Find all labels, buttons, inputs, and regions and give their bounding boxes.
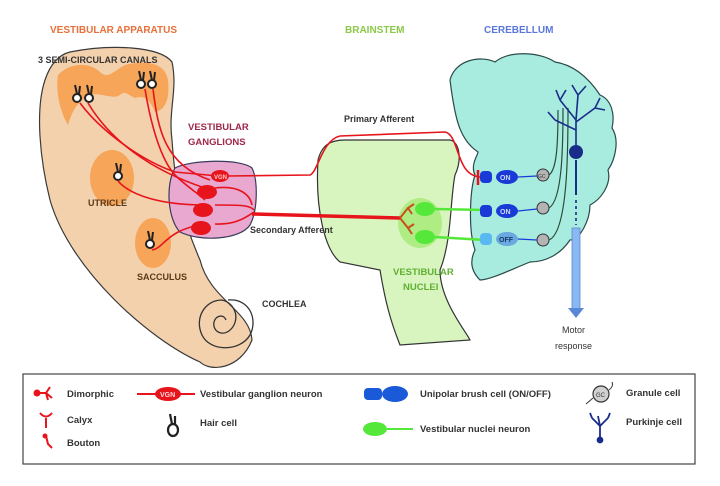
label-utricle: UTRICLE [88, 198, 127, 208]
label-motor-response-2: response [555, 341, 592, 351]
bouton-legend-icon [45, 435, 53, 449]
ubc-on-label: ON [500, 175, 511, 182]
secondary-afferent-fiber [251, 212, 401, 220]
vgn-neuron [211, 170, 229, 182]
vestibular-nuclei-neurons [415, 202, 486, 244]
vgn-legend-icon [155, 387, 181, 401]
legend-label-calyx: Calyx [67, 415, 93, 426]
dimorphic-legend-icon [33, 386, 53, 401]
purkinje-cell [547, 84, 606, 225]
ubc-on-1: ON [480, 170, 518, 184]
section-title-cerebellum: CEREBELLUM [484, 25, 553, 36]
hair-cell-icon [136, 79, 146, 89]
legend-label-granule: Granule cell [626, 388, 680, 399]
hair-cell-stereocilia [74, 70, 156, 241]
secondary-afferent-branch [399, 203, 415, 235]
purkinje-legend-icon [589, 412, 611, 444]
section-title-vestibular-apparatus: VESTIBULAR APPARATUS [50, 25, 177, 36]
vgn-legend-badge: VGN [160, 392, 175, 399]
cochlea-spiral [198, 299, 254, 349]
label-primary-afferent: Primary Afferent [344, 114, 414, 124]
utricle-region [90, 150, 134, 206]
legend-label-bouton: Bouton [67, 438, 100, 449]
hair-cell-legend-icon [166, 413, 180, 438]
section-title-brainstem: BRAINSTEM [345, 25, 404, 36]
vgn-neuron-label: VGN [214, 175, 227, 181]
vestibular-ganglion-region [168, 160, 257, 239]
primary-afferent-fiber [227, 131, 481, 178]
bouton-legend-dot [42, 433, 48, 439]
granule-legend-axon [585, 381, 614, 405]
afferent-fibers [79, 88, 481, 251]
label-vestibular-ganglions-1: VESTIBULAR [188, 122, 249, 133]
cerebellum-region [449, 53, 617, 281]
hair-cell-icon [113, 171, 123, 181]
purkinje-soma [569, 145, 583, 159]
label-secondary-afferent: Secondary Afferent [250, 225, 333, 235]
ubc-off-label: OFF [499, 237, 514, 244]
motor-response-arrow-head [568, 308, 584, 318]
label-cochlea: COCHLEA [262, 299, 307, 309]
vn-neuron-legend-icon [363, 422, 387, 436]
vgn-neuron [197, 185, 217, 199]
label-vestibular-ganglions-2: GANGLIONS [188, 137, 246, 148]
ubc-legend-icon [364, 386, 408, 402]
label-sacculus: SACCULUS [137, 272, 187, 282]
ubc-off: OFF [480, 232, 518, 246]
label-vestibular-nuclei-2: NUCLEI [403, 282, 438, 293]
legend-label-vn-neuron: Vestibular nuclei neuron [420, 424, 531, 435]
ubc-on-2: ON [480, 204, 518, 218]
ubc-granule-links [517, 175, 538, 241]
calyx-legend-icon [39, 412, 53, 428]
legend-label-ubc: Unipolar brush cell (ON/OFF) [420, 389, 551, 400]
legend-label-vgn: Vestibular ganglion neuron [200, 389, 323, 400]
hair-cell-icon [145, 239, 155, 249]
legend-box [22, 373, 696, 465]
legend-label-dimorphic: Dimorphic [67, 389, 114, 400]
brainstem-region [316, 139, 471, 346]
motor-response-arrow-shaft [571, 227, 581, 311]
granule-label: GC [538, 174, 546, 180]
hair-cell-icon [147, 79, 157, 89]
vestibular-apparatus-body [38, 46, 253, 369]
label-semicircular-canals: 3 SEMI-CIRCULAR CANALS [38, 55, 158, 65]
label-vestibular-nuclei-1: VESTIBULAR [393, 267, 454, 278]
vgn-neuron [193, 203, 213, 217]
legend-label-purkinje: Purkinje cell [626, 417, 682, 428]
hair-cell-icon [84, 93, 94, 103]
legend-label-hair-cell: Hair cell [200, 418, 237, 429]
hair-cell-icon [72, 93, 82, 103]
granule-legend-icon [592, 385, 610, 403]
vgn-neuron [191, 221, 211, 235]
granule-legend-badge: GC [596, 393, 606, 399]
ubc-on-label: ON [500, 209, 511, 216]
label-motor-response-1: Motor [562, 325, 585, 335]
granule-cells [536, 168, 550, 247]
